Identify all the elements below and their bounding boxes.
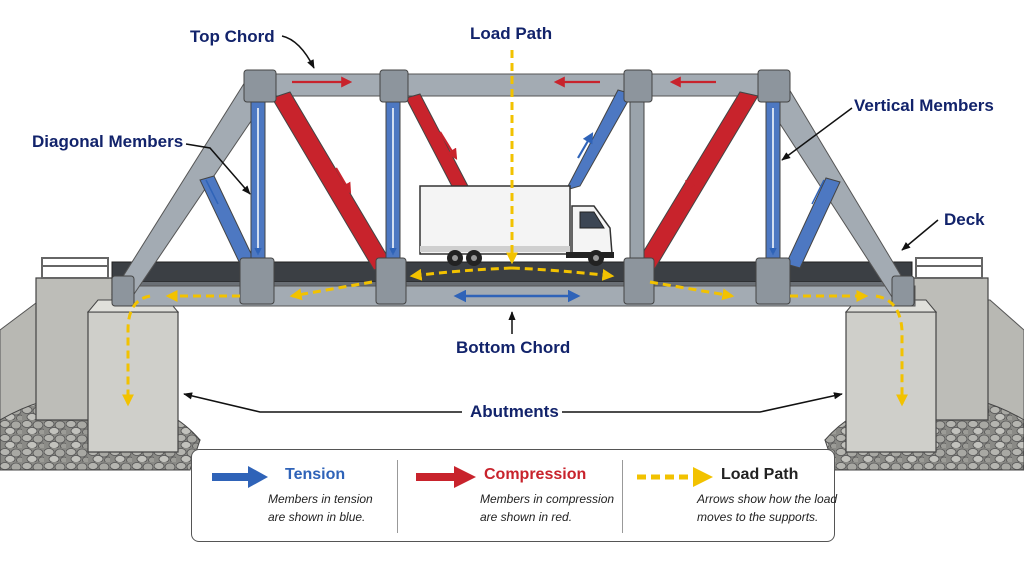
legend-divider <box>622 460 623 533</box>
legend: Tension Members in tension are shown in … <box>191 449 837 543</box>
legend-tension-line1: Members in tension <box>268 492 373 506</box>
diagonal-members-label: Diagonal Members <box>32 132 184 151</box>
legend-compression-desc: Members in compression are shown in red. <box>480 490 614 526</box>
legend-load-path-line2: moves to the supports. <box>697 510 819 524</box>
legend-divider <box>397 460 398 533</box>
load-path-arrow-icon <box>637 467 713 487</box>
legend-compression-title: Compression <box>484 466 587 483</box>
compression-arrow-icon <box>416 466 476 488</box>
legend-load-path-title: Load Path <box>721 466 799 483</box>
truck <box>419 185 614 266</box>
tension-arrow-icon <box>212 466 268 488</box>
diagonal-member-tension <box>785 177 841 269</box>
legend-tension-title: Tension <box>285 466 346 483</box>
diagonal-member-compression <box>635 91 759 271</box>
diagonal-member-compression <box>271 91 393 271</box>
legend-compression-line2: are shown in red. <box>480 510 573 524</box>
diagonal-member-compression <box>405 93 471 195</box>
load-path-label: Load Path <box>470 24 553 43</box>
left-abutment <box>35 257 180 453</box>
legend-load-path-desc: Arrows show how the load moves to the su… <box>697 490 837 526</box>
vertical-members-label: Vertical Members <box>854 96 994 115</box>
callout-leaders <box>183 35 939 413</box>
legend-item-tension: Tension Members in tension are shown in … <box>192 450 397 543</box>
legend-item-compression: Compression Members in compression are s… <box>398 450 622 543</box>
force-arrows <box>205 76 825 303</box>
abutments-label: Abutments <box>470 402 559 421</box>
legend-load-path-line1: Arrows show how the load <box>697 492 838 506</box>
right-abutment <box>844 257 989 453</box>
top-chord-label: Top Chord <box>190 27 275 46</box>
deck-label: Deck <box>944 210 985 229</box>
legend-compression-line1: Members in compression <box>480 492 615 506</box>
bottom-chord-label: Bottom Chord <box>456 338 571 357</box>
gusset-plates <box>111 69 915 307</box>
legend-tension-line2: are shown in blue. <box>268 510 366 524</box>
diagonal-members <box>199 89 841 271</box>
diagonal-member-tension <box>565 89 633 191</box>
legend-item-load-path: Load Path Arrows show how the load moves… <box>623 450 837 543</box>
load-path-arrows <box>122 50 908 407</box>
legend-tension-desc: Members in tension are shown in blue. <box>268 490 373 526</box>
diagonal-member-tension <box>199 175 257 269</box>
